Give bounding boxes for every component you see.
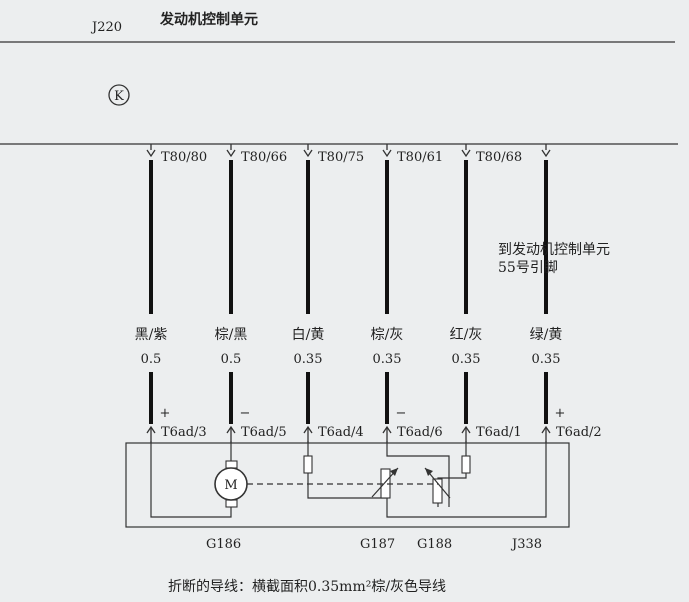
bottom-pin-label: T6ad/5 [241,425,287,440]
label-g188: G188 [417,537,452,552]
wire-size-label: 0.35 [532,352,561,367]
k-letter: K [114,89,124,104]
connector-arrow-icon [461,149,471,158]
header-title: 发动机控制单元 [159,11,258,28]
potentiometer-g188 [424,467,451,504]
label-g187: G187 [360,537,395,552]
wire-color-label: 红/灰 [450,327,483,343]
resistor-white-yellow [303,455,313,474]
wire-color-label: 黑/紫 [135,327,168,343]
wire-4: T80/61 棕/灰 0.35 − T6ad/6 [371,144,443,443]
wire-color-label: 绿/黄 [530,326,563,343]
polarity-mark: − [396,406,407,421]
wire-size-label: 0.35 [294,352,323,367]
connector-arrow-icon [146,149,156,158]
wire-size-label: 0.35 [373,352,402,367]
annotation-line1: 到发动机控制单元 [498,242,610,258]
top-pin-label: T80/80 [161,150,207,165]
wire-size-label: 0.5 [141,352,162,367]
motor-icon: M [214,460,248,508]
polarity-mark: + [160,406,171,421]
resistor-red-grey [461,455,471,474]
connector-arrow-icon [382,149,392,158]
potentiometer-g187 [371,467,399,499]
wire-color-label: 棕/灰 [371,327,404,343]
top-pin-label: T80/66 [241,150,287,165]
sensor-housing-box [125,442,570,528]
k-in-circle-icon: K [108,84,130,106]
internal-circuit [150,441,547,518]
wire-1: T80/80 黑/紫 0.5 + T6ad/3 [135,144,207,443]
label-g186: G186 [206,537,241,552]
bottom-pin-label: T6ad/2 [556,425,602,440]
connector-arrow-icon [303,149,313,158]
annotation-line2: 55号引脚 [498,260,558,276]
bottom-pin-label: T6ad/4 [318,425,364,440]
label-j338: J338 [510,537,542,552]
wire-color-label: 棕/黑 [215,327,248,343]
top-pin-label: T80/61 [397,150,443,165]
top-pin-label: T80/68 [476,150,522,165]
wire-6: 绿/黄 0.35 + T6ad/2 [530,144,602,443]
top-pin-label: T80/75 [318,150,364,165]
connector-arrow-icon [541,149,551,158]
wire-2: T80/66 棕/黑 0.5 − T6ad/5 [215,144,287,443]
polarity-mark: + [555,406,566,421]
bottom-pin-label: T6ad/1 [476,425,522,440]
caption: 折断的导线：横截面积0.35mm²棕/灰色导线 [168,578,446,595]
connector-arrow-icon [226,149,236,158]
wires-layer: T80/80黑/紫0.5+T6ad/3T80/66棕/黑0.5−T6ad/5T8… [135,144,602,443]
wire-size-label: 0.35 [452,352,481,367]
polarity-mark: − [240,406,251,421]
bottom-pin-label: T6ad/6 [397,425,443,440]
motor-letter: M [224,478,237,493]
bottom-pin-label: T6ad/3 [161,425,207,440]
wire-color-label: 白/黄 [292,326,325,343]
wire-size-label: 0.5 [221,352,242,367]
component-id: J220 [90,20,122,35]
